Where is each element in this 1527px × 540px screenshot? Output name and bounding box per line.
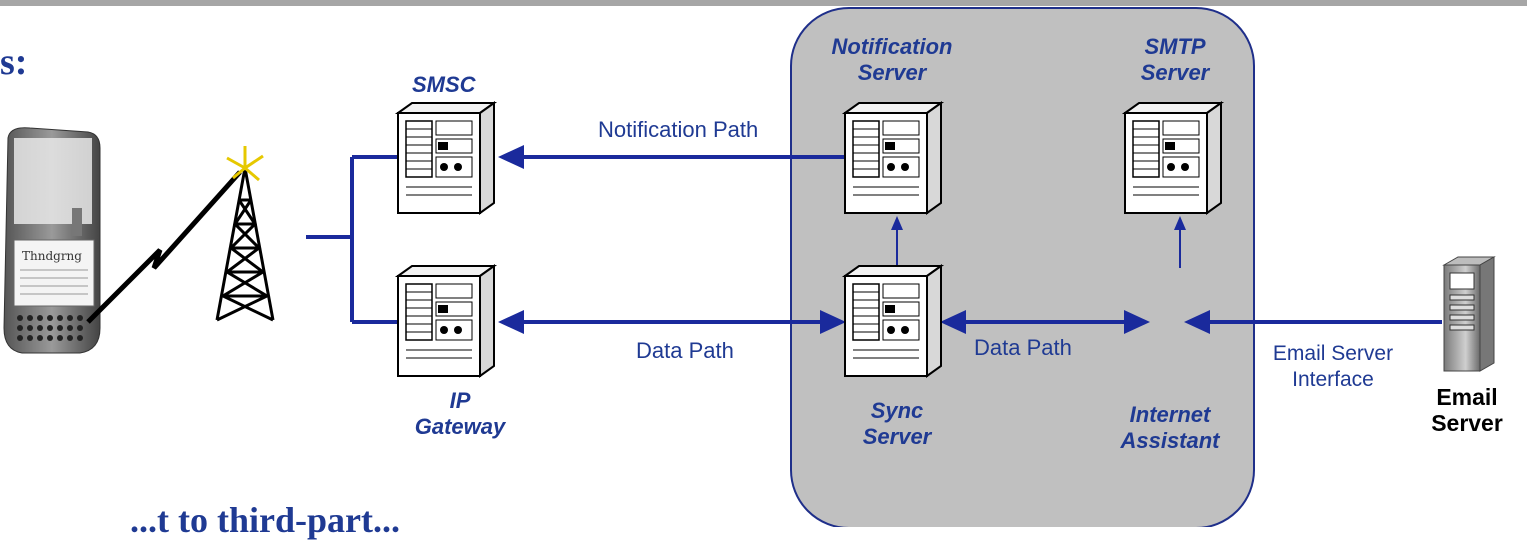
email-server-label: Email Server [1412,384,1522,436]
arrowhead-to-assistant [1124,310,1150,334]
notification-server-label-line1: Notification [831,34,953,59]
ip-gateway-server-icon [397,265,495,377]
internet-assistant-label: Internet Assistant [1100,402,1240,454]
ip-gateway-label-line2: Gateway [414,414,506,439]
smtp-server-label-line2: Server [1140,60,1210,85]
smtp-server-label-line1: SMTP [1144,34,1206,59]
email-interface-label-line1: Email Server [1272,342,1394,365]
slide-bottom-fragment: ...t to third-part... [130,500,400,540]
server-tower-icon [397,102,1222,377]
handheld-device-icon: Thndgrng [3,127,101,354]
svg-text:Thndgrng: Thndgrng [22,249,82,263]
arrowhead-to-smsc [498,145,524,169]
internet-assistant-label-line1: Internet [1129,402,1211,427]
email-interface-label-line2: Interface [1292,368,1374,391]
sync-server-label: Sync Server [842,398,952,450]
smtp-server-icon [1124,102,1222,214]
arrowhead-to-sync-right [940,310,966,334]
slide-heading-fragment: s: [0,41,28,83]
smsc-server-icon [397,102,495,214]
ip-gateway-label: IP Gateway [385,388,535,440]
smsc-label: SMSC [412,72,476,97]
sync-server-icon [844,265,942,377]
email-server-label-line2: Server [1431,410,1503,436]
cell-tower-icon [215,146,275,322]
notification-server-label-line2: Server [857,60,927,85]
notification-path-label: Notification Path [598,117,759,142]
arrowhead-to-notification [891,216,903,230]
internet-assistant-label-line2: Assistant [1120,428,1220,453]
arrowhead-to-smtp [1174,216,1186,230]
email-server-label-line1: Email [1436,384,1498,410]
notification-server-icon [844,102,942,214]
sync-server-label-line1: Sync [870,398,924,423]
data-path-left-label: Data Path [636,338,734,363]
connection-lines [306,145,1442,334]
smtp-server-label: SMTP Server [1120,34,1230,86]
notification-server-label: Notification Server [812,34,972,86]
arrowhead-to-ipgw [498,310,524,334]
sync-server-label-line2: Server [862,424,932,449]
data-path-right-label: Data Path [974,335,1072,360]
arrowhead-from-email [1184,310,1210,334]
email-server-icon [1442,256,1496,372]
ip-gateway-label-line1: IP [449,388,471,413]
email-interface-label: Email Server Interface [1258,341,1408,393]
arrowhead-to-sync-left [820,310,846,334]
slide-top-bar [0,0,1527,6]
wireless-link-icon [86,170,242,324]
